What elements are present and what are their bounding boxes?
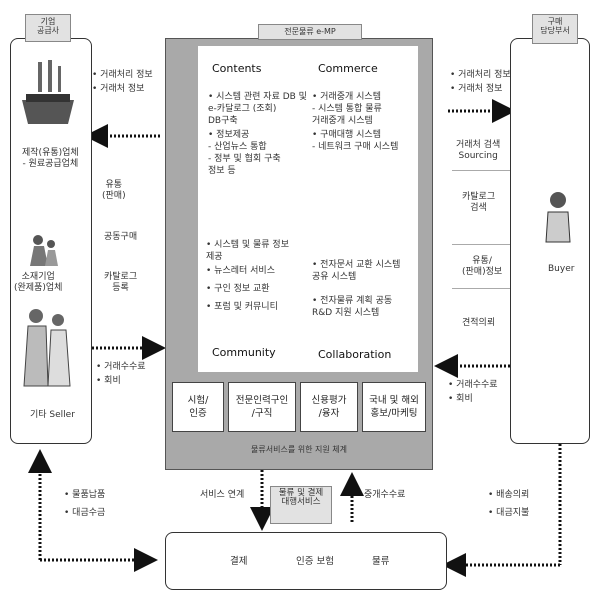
left-side-label-3: 카탈로그 등록 (104, 272, 137, 294)
bottom-panel-tag: 물류 및 결제 대행서비스 (270, 486, 332, 524)
left-side-label-1: 유통 (판매) (102, 180, 126, 202)
service-marketing: 국내 및 해외 홍보/마케팅 (362, 382, 426, 432)
left-side-label-2: 공동구매 (104, 232, 137, 243)
bottom-left-label-2: • 대금수금 (64, 508, 105, 519)
commerce-item: - 네트워크 구매 시스템 (312, 142, 398, 153)
collaboration-item: • 전자문서 교환 시스템 (312, 260, 400, 271)
bottom-item-logistics: 물류 (372, 556, 389, 567)
community-item: • 구인 정보 교환 (206, 284, 270, 295)
left-figure-label-2: 소재기업 (완제품)업체 (14, 272, 62, 294)
commerce-item: • 구매대행 시스템 (312, 130, 381, 141)
right-list-divider (452, 288, 510, 289)
collaboration-item: 공유 시스템 (312, 272, 356, 283)
commerce-item: - 시스템 통합 물류 (312, 104, 382, 115)
buyer-icon (540, 190, 576, 244)
commerce-item: • 거래중개 시스템 (312, 92, 381, 103)
right-panel-tag: 구매 담당부서 (532, 14, 578, 44)
left-arrow-bottom-label-1: • 거래수수료 (96, 362, 146, 373)
contents-item: • 시스템 관련 자료 DB 및 (208, 92, 307, 103)
seller-people-icon (18, 306, 76, 394)
left-figure-label-1: 제작(유통)업체 - 원료공급업체 (22, 148, 79, 170)
right-list-item-1: 거래처 검색 Sourcing (456, 140, 500, 162)
bottom-left-label-1: • 물품납품 (64, 490, 105, 501)
person-group-icon (24, 232, 64, 268)
contents-item: 정보 등 (208, 166, 236, 177)
community-item: • 포럼 및 커뮤니티 (206, 302, 278, 313)
bottom-right-label-1: • 배송의뢰 (488, 490, 529, 501)
collaboration-item: R&D 지원 시스템 (312, 308, 379, 319)
commerce-item: 거래중개 시스템 (312, 116, 373, 127)
service-testing-cert: 시험/ 인증 (172, 382, 224, 432)
contents-item: • 정보제공 (208, 130, 249, 141)
collaboration-item: • 전자물류 계획 공동 (312, 296, 392, 307)
buyer-label: Buyer (548, 264, 574, 275)
service-recruitment: 전문인력구인 /구직 (228, 382, 296, 432)
community-item: • 뉴스레터 서비스 (206, 266, 275, 277)
contents-item: - 정부 및 협회 구축 (208, 154, 281, 165)
left-arrow-top-label-2: • 거래처 정보 (92, 84, 144, 95)
service-link-label: 서비스 연계 (200, 490, 244, 501)
community-item: 제공 (206, 252, 223, 263)
left-panel-tag: 기업 공급사 (25, 14, 71, 42)
community-item: • 시스템 및 물류 정보 (206, 240, 289, 251)
bottom-right-label-2: • 대금지불 (488, 508, 529, 519)
right-list-divider (452, 244, 510, 245)
quadrant-commerce: Commerce (318, 62, 378, 75)
contents-item: DB구축 (208, 116, 238, 127)
quadrant-community: Community (212, 346, 276, 359)
service-credit-loan: 신용평가 /융자 (300, 382, 358, 432)
right-list-item-3: 유통/ (판매)정보 (462, 256, 502, 278)
factory-icon (18, 60, 78, 130)
left-arrow-bottom-label-2: • 회비 (96, 376, 121, 387)
quadrant-contents: Contents (212, 62, 261, 75)
left-arrow-top-label-1: • 거래처리 정보 (92, 70, 153, 81)
right-list-divider (452, 170, 510, 171)
bottom-item-payment: 결제 (230, 556, 247, 567)
right-arrow-bottom-label-2: • 회비 (448, 394, 473, 405)
center-header-tag: 전문물류 e-MP (258, 24, 362, 40)
center-bottom-caption: 물류서비스를 위한 지원 체계 (165, 444, 433, 455)
contents-item: - 산업뉴스 통합 (208, 142, 267, 153)
bottom-item-cert-insurance: 인증 보험 (296, 556, 334, 567)
right-list-item-2: 카탈로그 검색 (462, 192, 495, 214)
quadrant-collaboration: Collaboration (318, 348, 391, 361)
fee-label: 중개수수료 (364, 490, 405, 501)
right-arrow-bottom-label-1: • 거래수수료 (448, 380, 498, 391)
left-figure-label-3: 기타 Seller (30, 410, 75, 421)
right-arrow-top-label-2: • 거래처 정보 (450, 84, 502, 95)
right-list-item-4: 견적의뢰 (462, 318, 495, 329)
contents-item: e-카달로그 (조회) (208, 104, 276, 115)
right-arrow-top-label-1: • 거래처리 정보 (450, 70, 511, 81)
